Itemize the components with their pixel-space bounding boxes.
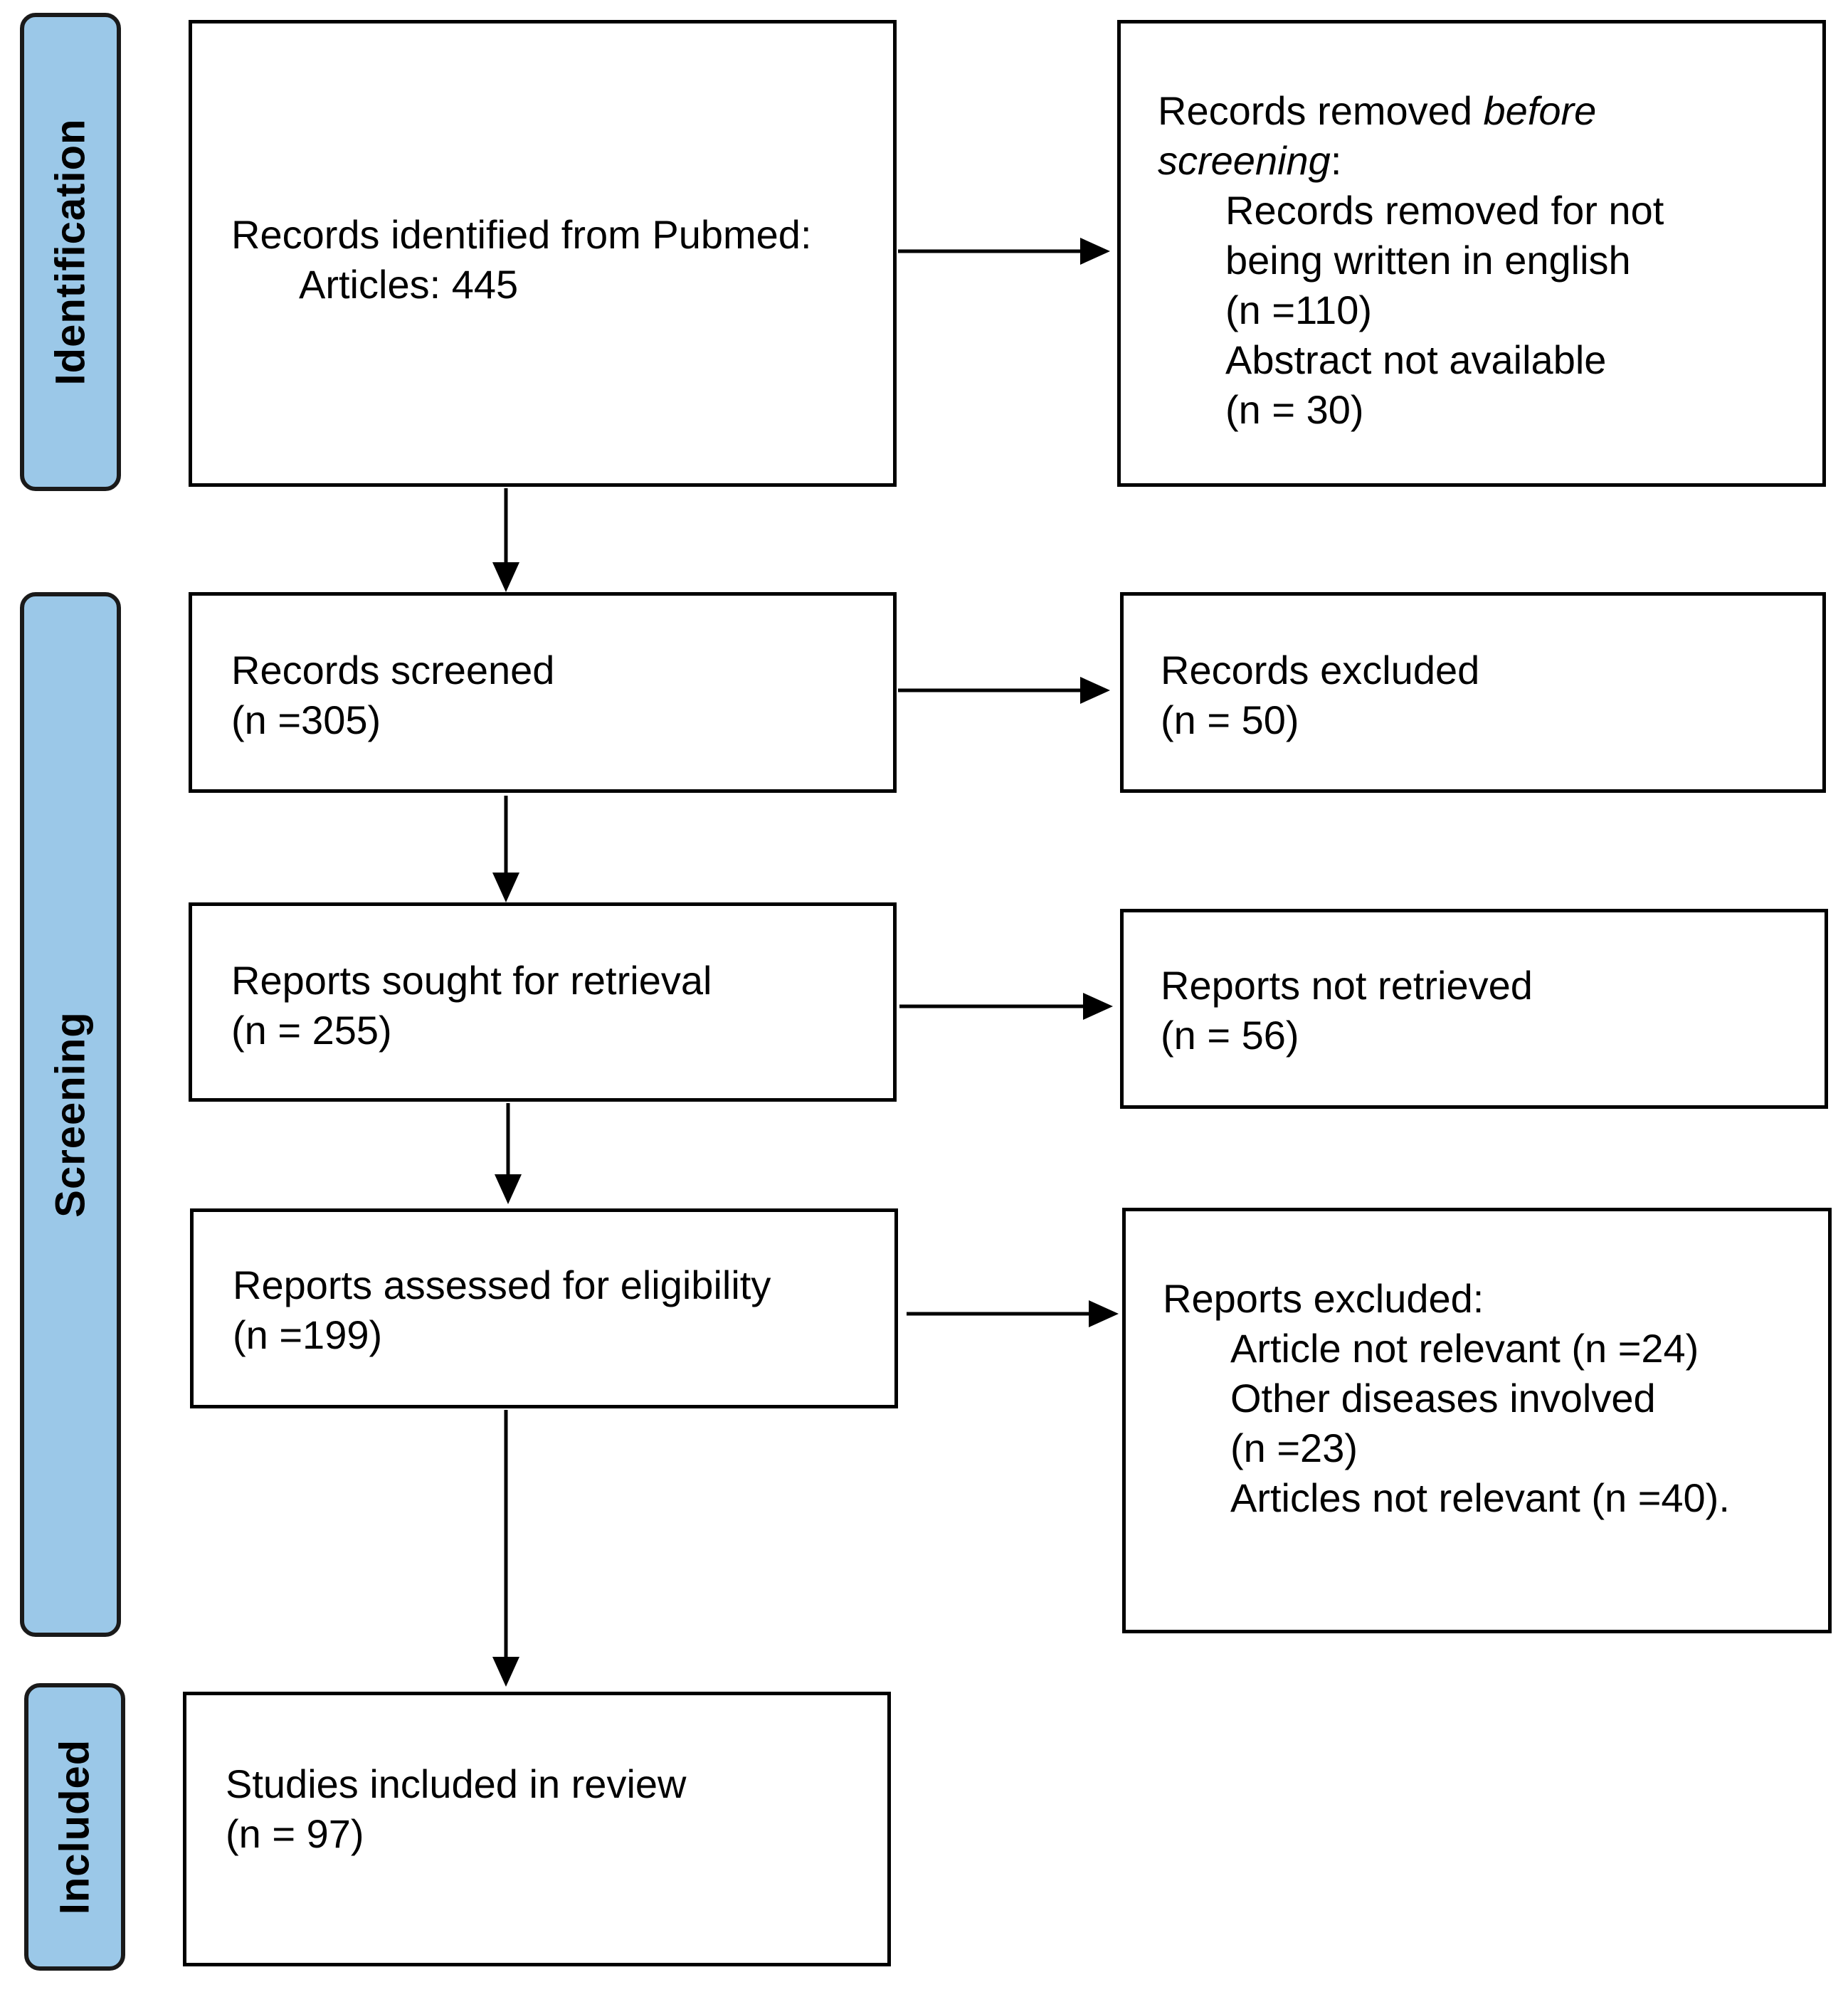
arrow-identified-to-screened [492, 488, 519, 592]
excluded-title: Records excluded [1161, 648, 1480, 692]
removed-item-abstract: Abstract not available [1225, 337, 1607, 382]
reports-excluded-title: Reports excluded: [1163, 1276, 1484, 1321]
arrow-assessed-to-reports-excluded [907, 1300, 1119, 1327]
arrow-screened-to-sought [492, 796, 519, 902]
not-retrieved-count: (n = 56) [1161, 1013, 1299, 1058]
removed-heading-line1: Records removed before [1158, 88, 1597, 133]
removed-item-abstract-count: (n = 30) [1225, 387, 1364, 432]
reports-excluded-item-diseases-count: (n =23) [1230, 1426, 1358, 1470]
identified-title: Records identified from Pubmed: [231, 212, 812, 257]
reports-excluded-item-articles: Articles not relevant (n =40). [1230, 1475, 1730, 1520]
box-reports-assessed: Reports assessed for eligibility (n =199… [190, 1208, 898, 1408]
sought-title: Reports sought for retrieval [231, 958, 712, 1003]
arrow-screened-to-excluded [898, 677, 1110, 704]
phase-screening: Screening [20, 592, 121, 1637]
not-retrieved-title: Reports not retrieved [1161, 963, 1533, 1008]
removed-item-language-count: (n =110) [1225, 288, 1372, 332]
included-count: (n = 97) [226, 1811, 364, 1856]
phase-identification: Identification [20, 13, 121, 491]
box-records-identified: Records identified from Pubmed: Articles… [189, 20, 897, 487]
reports-excluded-item-article: Article not relevant (n =24) [1230, 1326, 1699, 1371]
reports-excluded-item-diseases: Other diseases involved [1230, 1376, 1656, 1421]
box-reports-excluded: Reports excluded: Article not relevant (… [1122, 1208, 1832, 1633]
removed-heading-line2: screening: [1158, 138, 1342, 183]
arrow-sought-to-not-retrieved [899, 993, 1113, 1020]
screened-count: (n =305) [231, 697, 381, 742]
sought-count: (n = 255) [231, 1008, 392, 1053]
arrow-sought-to-assessed [495, 1103, 522, 1204]
box-reports-not-retrieved: Reports not retrieved (n = 56) [1120, 909, 1828, 1109]
box-records-screened: Records screened (n =305) [189, 592, 897, 793]
removed-item-language-1: Records removed for not [1225, 188, 1664, 233]
phase-included: Included [24, 1683, 125, 1971]
arrow-assessed-to-included [492, 1410, 519, 1687]
removed-item-language-2: being written in english [1225, 238, 1631, 283]
box-records-excluded: Records excluded (n = 50) [1120, 592, 1826, 793]
assessed-title: Reports assessed for eligibility [233, 1263, 771, 1307]
included-title: Studies included in review [226, 1761, 687, 1806]
excluded-count: (n = 50) [1161, 697, 1299, 742]
arrow-identified-to-removed [898, 238, 1110, 265]
box-reports-sought: Reports sought for retrieval (n = 255) [189, 902, 897, 1102]
identified-articles: Articles: 445 [299, 262, 519, 307]
box-records-removed-before-screening: Records removed before screening: Record… [1117, 20, 1826, 487]
assessed-count: (n =199) [233, 1312, 383, 1357]
screened-title: Records screened [231, 648, 555, 692]
box-studies-included: Studies included in review (n = 97) [183, 1692, 891, 1966]
